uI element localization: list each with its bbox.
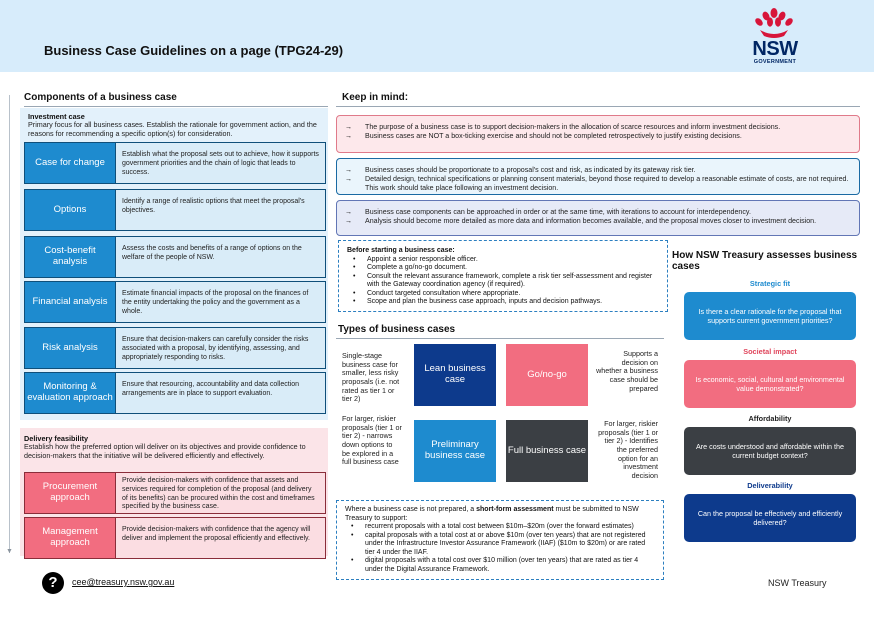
lean-description: Single-stage business case for smaller, … bbox=[342, 351, 400, 404]
component-label: Cost-benefit analysis bbox=[24, 236, 116, 278]
component-text: Provide decision-makers with confidence … bbox=[116, 472, 326, 514]
keep-in-mind-point: The purpose of a business case is to sup… bbox=[365, 123, 781, 131]
page-title: Business Case Guidelines on a page (TPG2… bbox=[44, 43, 344, 58]
component-procurement-approach: Procurement approach Provide decision-ma… bbox=[24, 472, 326, 514]
scroll-down-arrow-icon: ▼ bbox=[6, 548, 13, 555]
keep-in-mind-point: Business case components can be approach… bbox=[365, 208, 751, 216]
component-financial-analysis: Financial analysis Estimate financial im… bbox=[24, 281, 326, 323]
component-text: Establish what the proposal sets out to … bbox=[116, 142, 326, 184]
preliminary-description: For larger, riskier proposals (tier 1 or… bbox=[342, 414, 402, 467]
keep-in-mind-divider bbox=[336, 106, 860, 107]
component-cost-benefit-analysis: Cost-benefit analysis Assess the costs a… bbox=[24, 236, 326, 278]
component-options: Options Identify a range of realistic op… bbox=[24, 189, 326, 231]
keep-in-mind-box-approach: → Business case components can be approac… bbox=[336, 200, 860, 236]
go-no-go-description: Supports a decision on whether a busines… bbox=[596, 349, 658, 393]
criterion-question-strategic-fit: Is there a clear rationale for the propo… bbox=[684, 292, 856, 340]
short-form-item: digital proposals with a total cost over… bbox=[365, 557, 639, 573]
delivery-feasibility-description: Establish how the preferred option will … bbox=[24, 442, 306, 460]
bullet-icon: • bbox=[351, 523, 354, 531]
keep-in-mind-point: Detailed design, technical specification… bbox=[365, 175, 849, 193]
component-case-for-change: Case for change Establish what the propo… bbox=[24, 142, 326, 184]
bullet-icon: • bbox=[351, 531, 354, 539]
criterion-category-affordability: Affordability bbox=[748, 414, 792, 423]
go-no-go-tile: Go/no-go bbox=[506, 344, 588, 406]
header-banner bbox=[0, 0, 874, 72]
component-text: Ensure that resourcing, accountability a… bbox=[116, 372, 326, 414]
before-starting-item: Appoint a senior responsible officer. bbox=[367, 255, 478, 263]
bullet-icon: • bbox=[353, 272, 356, 280]
delivery-feasibility-title: Delivery feasibility bbox=[24, 434, 89, 443]
treasury-heading: How NSW Treasury assesses business cases bbox=[672, 250, 858, 272]
arrow-right-icon: → bbox=[345, 217, 353, 226]
short-form-intro-bold: short-form assessment bbox=[476, 506, 554, 513]
before-starting-box: Before starting a business case: • Appoin… bbox=[338, 240, 668, 312]
contact-email-link[interactable]: cee@treasury.nsw.gov.au bbox=[72, 577, 175, 587]
component-management-approach: Management approach Provide decision-mak… bbox=[24, 517, 326, 559]
bullet-icon: • bbox=[353, 255, 356, 263]
component-label: Case for change bbox=[24, 142, 116, 184]
arrow-right-icon: → bbox=[345, 123, 353, 131]
bullet-icon: • bbox=[351, 557, 354, 565]
short-form-intro: Where a business case is not prepared, a… bbox=[345, 506, 655, 523]
criterion-category-deliverability: Deliverability bbox=[747, 481, 793, 490]
before-starting-title: Before starting a business case: bbox=[347, 247, 455, 254]
before-starting-item: Conduct targeted consultation where appr… bbox=[367, 289, 521, 297]
full-business-case-tile: Full business case bbox=[506, 420, 588, 482]
criterion-question-affordability: Are costs understood and affordable with… bbox=[684, 427, 856, 475]
logo-subtext: GOVERNMENT bbox=[753, 59, 797, 65]
component-risk-analysis: Risk analysis Ensure that decision-maker… bbox=[24, 327, 326, 369]
components-heading: Components of a business case bbox=[24, 92, 177, 103]
arrow-right-icon: → bbox=[345, 132, 353, 141]
before-starting-item: Scope and plan the business case approac… bbox=[367, 298, 603, 306]
component-label: Risk analysis bbox=[24, 327, 116, 369]
component-text: Estimate financial impacts of the propos… bbox=[116, 281, 326, 323]
components-divider bbox=[24, 106, 328, 107]
keep-in-mind-point: Business cases are NOT a box-ticking exe… bbox=[365, 132, 742, 141]
types-heading: Types of business cases bbox=[338, 324, 456, 335]
criterion-question-societal-impact: Is economic, social, cultural and enviro… bbox=[684, 360, 856, 408]
component-text: Provide decision-makers with confidence … bbox=[116, 517, 326, 559]
keep-in-mind-box-purpose: → The purpose of a business case is to su… bbox=[336, 115, 860, 153]
investment-case-title: Investment case bbox=[28, 112, 85, 121]
component-text: Identify a range of realistic options th… bbox=[116, 189, 326, 231]
keep-in-mind-point: Business cases should be proportionate t… bbox=[365, 166, 696, 174]
footer-organisation: NSW Treasury bbox=[768, 578, 827, 588]
investment-case-description: Primary focus for all business cases. Es… bbox=[28, 120, 317, 138]
arrow-right-icon: → bbox=[345, 166, 353, 174]
short-form-item: recurrent proposals with a total cost be… bbox=[365, 523, 634, 531]
full-business-case-description: For larger, riskier proposals (tier 1 or… bbox=[598, 419, 658, 480]
short-form-assessment-box: Where a business case is not prepared, a… bbox=[336, 500, 664, 580]
keep-in-mind-heading: Keep in mind: bbox=[342, 92, 409, 103]
component-label: Procurement approach bbox=[24, 472, 116, 514]
short-form-intro-text: Where a business case is not prepared, a bbox=[345, 506, 477, 513]
arrow-right-icon: → bbox=[345, 175, 353, 184]
preliminary-business-case-tile: Preliminary business case bbox=[414, 420, 496, 482]
component-label: Options bbox=[24, 189, 116, 231]
keep-in-mind-point: Analysis should become more detailed as … bbox=[365, 217, 817, 226]
component-text: Ensure that decision-makers can carefull… bbox=[116, 327, 326, 369]
bullet-icon: • bbox=[353, 264, 356, 272]
bullet-icon: • bbox=[353, 298, 356, 306]
criterion-category-societal-impact: Societal impact bbox=[743, 347, 797, 356]
before-starting-item: Consult the relevant assurance framework… bbox=[367, 272, 653, 289]
bullet-icon: • bbox=[353, 289, 356, 297]
waratah-logo-icon bbox=[755, 8, 793, 38]
criterion-question-deliverability: Can the proposal be effectively and effi… bbox=[684, 494, 856, 542]
component-text: Assess the costs and benefits of a range… bbox=[116, 236, 326, 278]
component-label: Management approach bbox=[24, 517, 116, 559]
component-label: Monitoring & evaluation approach bbox=[24, 372, 116, 414]
lean-business-case-tile: Lean business case bbox=[414, 344, 496, 406]
before-starting-item: Complete a go/no-go document. bbox=[367, 264, 468, 272]
help-question-icon: ? bbox=[42, 572, 64, 594]
scroll-track bbox=[9, 95, 10, 553]
criterion-category-strategic-fit: Strategic fit bbox=[749, 279, 791, 288]
component-monitoring-evaluation: Monitoring & evaluation approach Ensure … bbox=[24, 372, 326, 414]
types-divider bbox=[336, 338, 664, 339]
arrow-right-icon: → bbox=[345, 208, 353, 216]
keep-in-mind-box-proportionate: → Business cases should be proportionate … bbox=[336, 158, 860, 195]
logo-wordmark: NSW bbox=[752, 38, 798, 60]
short-form-item: capital proposals with a total cost at o… bbox=[365, 531, 646, 556]
short-form-intro-text: must be submitted to NSW Treasury to sup… bbox=[345, 506, 639, 522]
component-label: Financial analysis bbox=[24, 281, 116, 323]
